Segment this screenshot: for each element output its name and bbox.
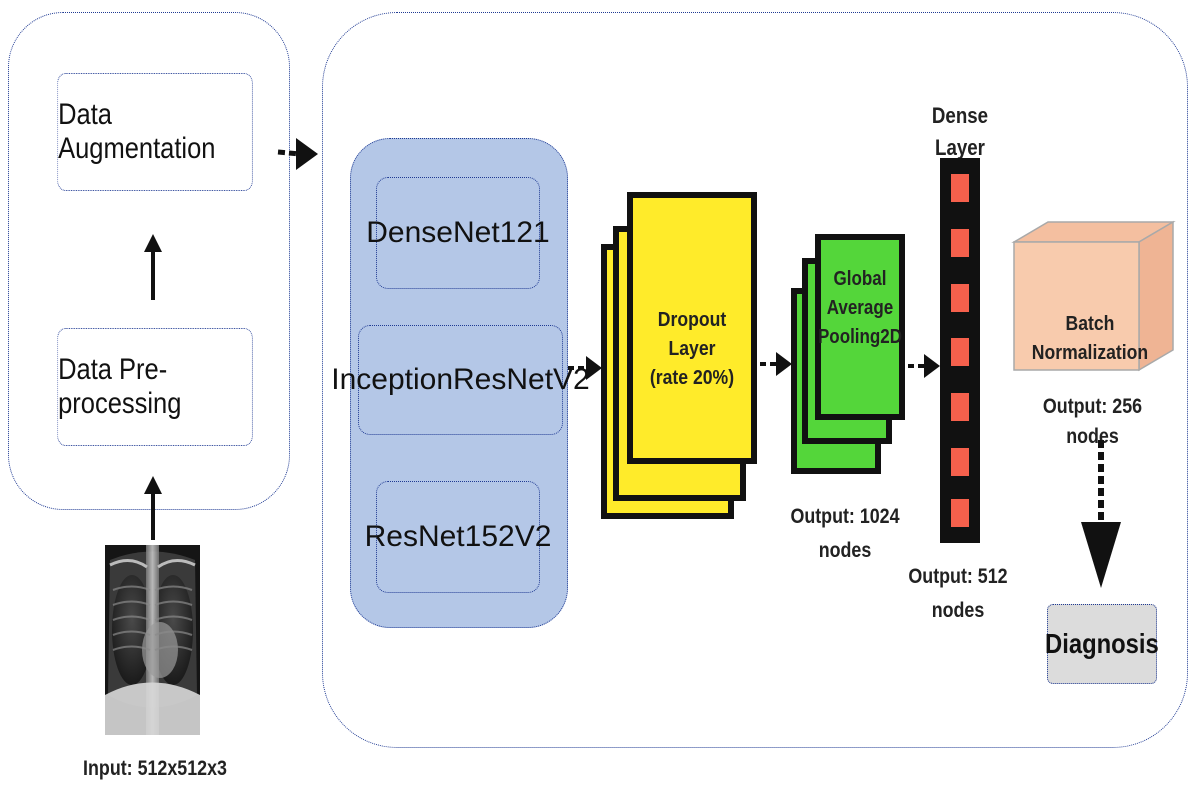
- data-augmentation-box: Data Augmentation: [57, 73, 253, 191]
- diagnosis-box: Diagnosis: [1045, 604, 1159, 684]
- dropout-label-line1: Dropout Layer: [657, 309, 727, 360]
- input-label: Input: 512x512x3: [83, 757, 227, 780]
- batchnorm-output-label: Output: 256 nodes: [1042, 395, 1143, 449]
- dropout-label-line2: (rate 20%): [649, 367, 735, 389]
- pooling-output-line1: Output: 1024: [790, 505, 900, 528]
- pooling-label-line1: Global: [833, 268, 887, 290]
- dense-node: [951, 229, 969, 257]
- arrow-dropout-to-pooling: [760, 352, 792, 376]
- batchnorm-label: Batch Normalization: [1031, 313, 1149, 364]
- arrow-preprocessing-to-augmentation: [144, 234, 162, 300]
- arrow-batchnorm-to-diagnosis: [1081, 440, 1121, 588]
- pooling-label-line3: Pooling2D: [817, 326, 903, 348]
- batchnorm-cube-front: [1013, 241, 1140, 371]
- model-resnet152v2: ResNet152V2: [365, 481, 551, 593]
- arrow-augmentation-to-models: [277, 138, 318, 170]
- data-preprocessing-box: Data Pre-processing: [57, 328, 253, 446]
- arrow-pooling-to-dense: [908, 354, 940, 378]
- dense-output-line1: Output: 512: [908, 565, 1008, 588]
- pooling-output-label: Output: 1024 nodes: [790, 500, 901, 567]
- pooling-output-line2: nodes: [818, 538, 872, 562]
- dense-node: [951, 174, 969, 202]
- arrow-input-to-preprocessing: [144, 476, 162, 540]
- model-pipeline-panel: [322, 12, 1188, 748]
- xray-graphic: [105, 545, 200, 735]
- preprocessing-panel: [8, 12, 290, 510]
- dense-layer-title: Dense Layer: [931, 103, 989, 160]
- dropout-label: Dropout Layer (rate 20%): [635, 306, 749, 393]
- dense-node: [951, 284, 969, 312]
- arrow-models-to-dropout: [568, 356, 602, 380]
- dense-node: [951, 393, 969, 421]
- dense-output-line2: nodes: [931, 598, 985, 622]
- pooling-label-line2: Average: [826, 297, 894, 319]
- dense-node: [951, 499, 969, 527]
- model-densenet121: DenseNet121: [366, 177, 550, 289]
- dense-layer-bar: [940, 158, 980, 543]
- diagnosis-label: Diagnosis: [1045, 628, 1159, 659]
- pooling-card-front: [815, 234, 905, 420]
- dense-node: [951, 448, 969, 476]
- model-inceptionresnetv2: InceptionResNetV2: [331, 325, 590, 435]
- dense-output-label: Output: 512 nodes: [903, 560, 1014, 627]
- batchnorm-cube: [1011, 220, 1176, 372]
- dense-node: [951, 338, 969, 366]
- dropout-card-front: [627, 192, 757, 464]
- chest-xray-image: [105, 545, 200, 735]
- pooling-label: Global Average Pooling2D: [818, 265, 903, 352]
